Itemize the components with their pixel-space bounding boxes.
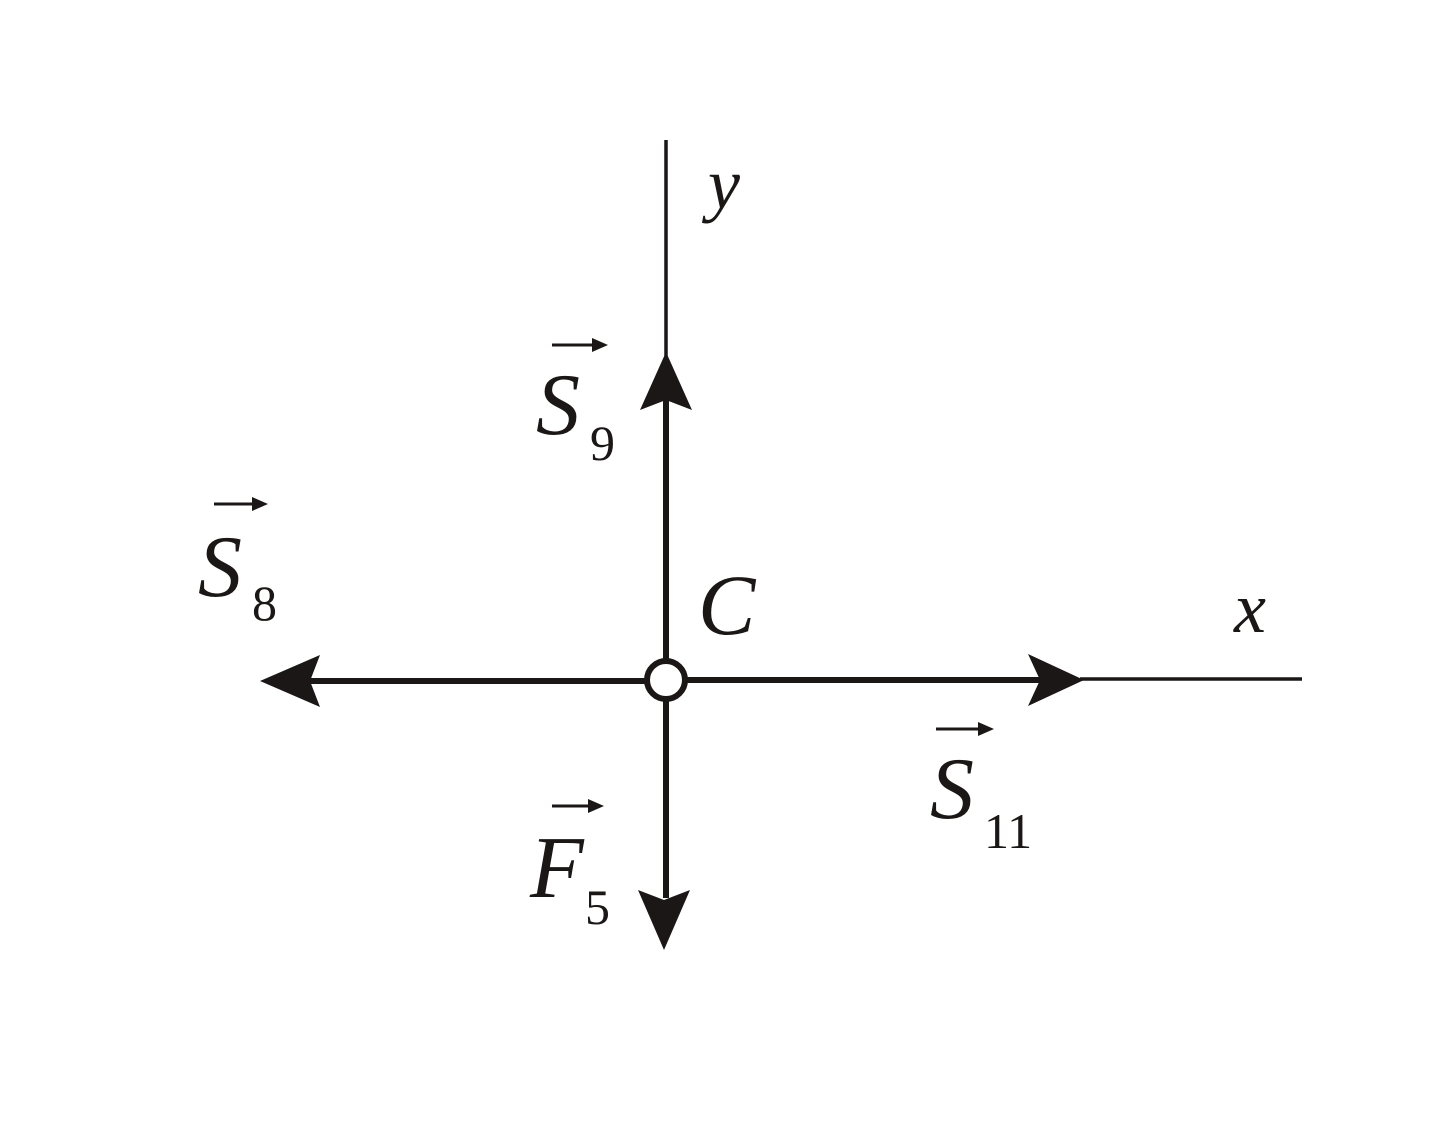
force-f5-symbol: F xyxy=(529,820,585,917)
force-s8-label: S 8 xyxy=(198,497,277,631)
force-s9-symbol: S xyxy=(536,357,580,454)
force-s8-symbol: S xyxy=(198,519,242,616)
node-c-label: C xyxy=(698,557,757,653)
force-s9-arrow xyxy=(640,352,692,660)
force-f5-arrow xyxy=(638,700,690,950)
force-f5-subscript: 5 xyxy=(585,879,610,935)
force-s11-arrow xyxy=(687,654,1084,706)
force-f5-label: F 5 xyxy=(529,799,610,935)
force-s9-label: S 9 xyxy=(536,338,615,471)
node-c-joint xyxy=(644,658,688,702)
y-axis-label: y xyxy=(701,144,740,224)
force-s8-arrow xyxy=(260,655,645,707)
x-axis-label: x xyxy=(1233,568,1266,648)
force-s11-symbol: S xyxy=(930,741,974,838)
force-s11-label: S 11 xyxy=(930,722,1032,859)
force-s8-subscript: 8 xyxy=(252,575,277,631)
force-s9-subscript: 9 xyxy=(590,415,615,471)
force-s11-subscript: 11 xyxy=(984,803,1032,859)
